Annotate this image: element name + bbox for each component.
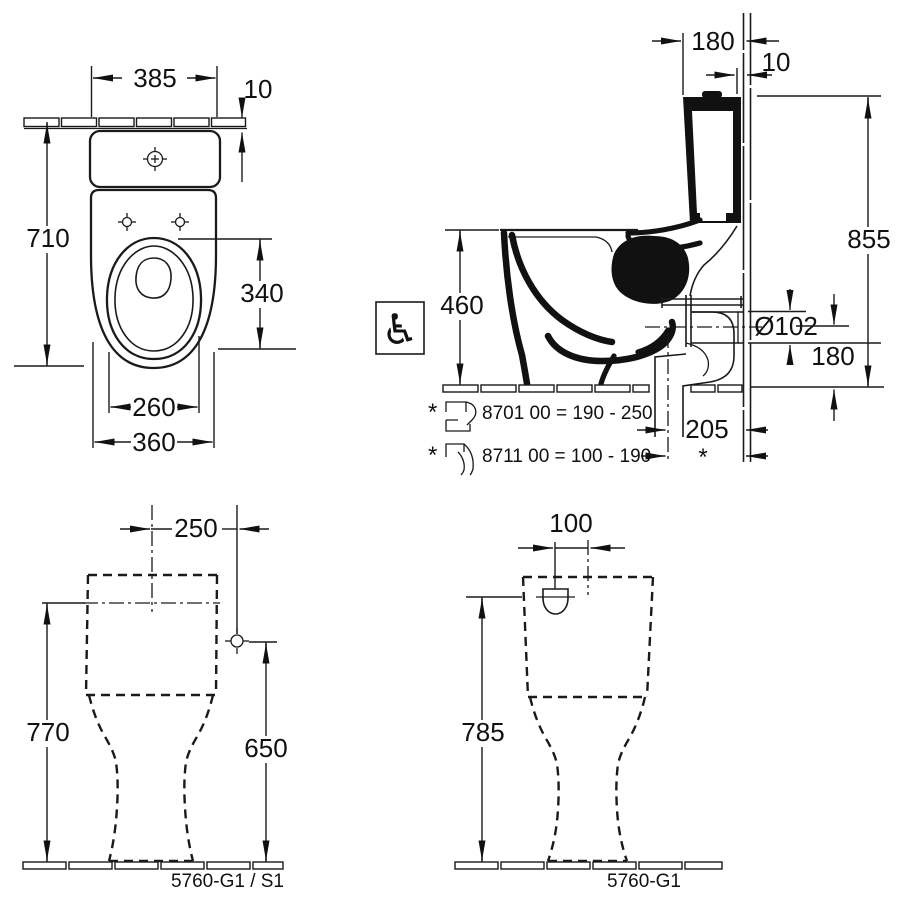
dim-label-710: 710 [26,223,69,253]
rear-foot [598,353,617,387]
water-surface-outline [135,257,172,299]
dim-tank-wall-gap: 10 [706,47,790,94]
water-inlet-symbol [536,588,575,615]
rear-view-s1: 250 770 650 5760-G1 / S1 [22,505,290,892]
pedestal-front-wall [500,229,531,388]
dim-label-360: 360 [132,427,175,457]
plan-view: 385 10 710 340 [14,63,296,457]
silhouette-s1 [84,573,219,863]
note-text-2: 8711 00 = 100 - 190 [482,446,651,467]
floor-tiles-g1 [454,861,723,870]
note-text-1: 8701 00 = 190 - 250 [482,403,653,424]
dim-outlet-offset: 205 [637,414,768,444]
outlet-stub [635,327,671,355]
outlet-flange [661,295,743,347]
pan-back-surface [689,225,738,297]
horizontal-outlet-icon [445,443,474,476]
cistern-plan-outline [88,129,222,189]
rear-view-g1: 100 785 5760-G1 [454,508,723,892]
floor-tiles-side [442,384,884,393]
bowl-interior-wall [508,231,616,346]
dim-bowl-width: 360 [92,342,215,457]
flush-channel-top [625,217,703,236]
dim-label-180-top: 180 [691,26,734,56]
dim-label-250: 250 [174,513,217,543]
variant-star: * [698,444,707,471]
dim-label-10-plan: 10 [244,74,273,104]
dim-label-460: 460 [440,290,483,320]
side-section-view: ♿ 180 10 855 [375,13,893,476]
dim-label-855: 855 [847,224,890,254]
dim-label-205: 205 [685,414,728,444]
water-inlet-crosshair [143,147,167,171]
dim-fixing-height: 650 [242,641,290,862]
cistern-section [683,97,741,223]
dim-label-10-side: 10 [762,47,791,77]
dim-label-385: 385 [133,63,176,93]
dim-label-770: 770 [26,717,69,747]
dim-outlet-height: 180 [796,294,855,421]
floor-tiles-s1 [22,861,284,870]
dim-tank-depth: 180 [652,26,779,95]
vertical-outlet-elbow [654,311,735,437]
flush-button [702,91,722,98]
model-label-g1: 5760-G1 [607,871,681,892]
dim-variant-marker: * [641,444,768,471]
dim-seat-width: 260 [108,336,200,422]
dim-rim-height: 460 [438,229,499,385]
dim-inlet-offset: 100 [518,508,625,589]
dim-label-650: 650 [244,733,287,763]
dim-tank-top-width: 250 [120,505,269,634]
dim-wall-offset: 10 [238,74,273,182]
inner-rim-line [508,236,613,253]
dim-bowl-length: 340 [178,238,296,350]
wall-tiles [23,117,247,130]
outlet-note-8711: * 8711 00 = 100 - 190 [428,442,651,476]
accessibility-pictogram: ♿ [375,301,425,355]
dim-label-785: 785 [461,717,504,747]
note-star-1: * [428,399,437,426]
vertical-outlet-icon [445,401,477,432]
dim-overall-height: 855 [757,95,893,387]
sump-bottom-wall [544,318,676,365]
outlet-note-8701: * 8701 00 = 190 - 250 [428,399,653,432]
bowl-plan-outline [89,188,218,370]
dim-label-180-low: 180 [811,341,854,371]
dim-total-depth: 710 [14,122,84,367]
dim-inlet-height: 785 [459,596,522,862]
dim-label-260: 260 [132,392,175,422]
dim-overall-height-s1: 770 [24,602,85,862]
note-star-2: * [428,442,437,469]
trap-section-fill [611,235,690,304]
seat-ring-inner [114,245,194,352]
dim-tank-width: 385 [90,63,218,117]
seat-ring-outer [105,236,203,361]
wheelchair-icon: ♿ [381,305,419,354]
model-label-s1: 5760-G1 / S1 [171,871,284,892]
dim-label-100: 100 [549,508,592,538]
dim-label-340: 340 [240,278,283,308]
wall-section [742,13,752,462]
seat-hinge-crosshairs [118,213,189,231]
silhouette-g1 [521,575,655,863]
